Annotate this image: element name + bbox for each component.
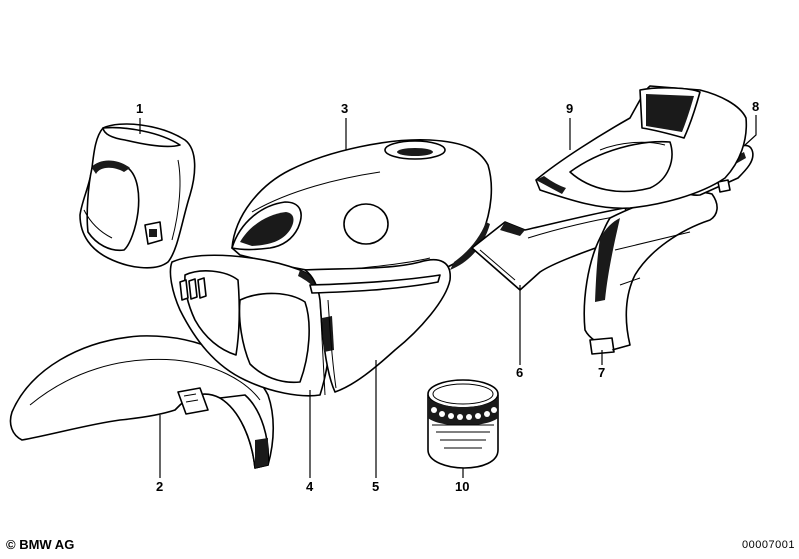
tin-label-dots bbox=[431, 407, 497, 420]
callout-2: 2 bbox=[156, 479, 163, 494]
callout-8: 8 bbox=[752, 99, 759, 114]
callout-10: 10 bbox=[455, 479, 469, 494]
callout-1: 1 bbox=[136, 101, 143, 116]
callout-3: 3 bbox=[341, 101, 348, 116]
vent-slots bbox=[179, 277, 207, 301]
diagram-id: 00007001 bbox=[742, 539, 795, 551]
callout-4: 4 bbox=[306, 479, 314, 494]
part-5-side-panel bbox=[304, 258, 451, 393]
part-7-rear-fender bbox=[583, 191, 718, 355]
part-1-headlight-cowl bbox=[79, 123, 196, 269]
part-2-front-fender bbox=[9, 335, 274, 469]
callout-5: 5 bbox=[372, 479, 379, 494]
part-4-front-panel bbox=[169, 254, 332, 397]
part-9-seat bbox=[535, 85, 748, 210]
callout-numbers: 1 2 3 4 5 6 7 8 9 10 bbox=[136, 99, 759, 494]
leader-lines bbox=[139, 115, 757, 478]
callout-7: 7 bbox=[598, 365, 605, 380]
copyright-text: © BMW AG bbox=[6, 537, 75, 552]
part-3-fuel-tank bbox=[231, 138, 493, 278]
callout-6: 6 bbox=[516, 365, 523, 380]
part-10-paint-tin bbox=[427, 379, 499, 469]
callout-9: 9 bbox=[566, 101, 573, 116]
